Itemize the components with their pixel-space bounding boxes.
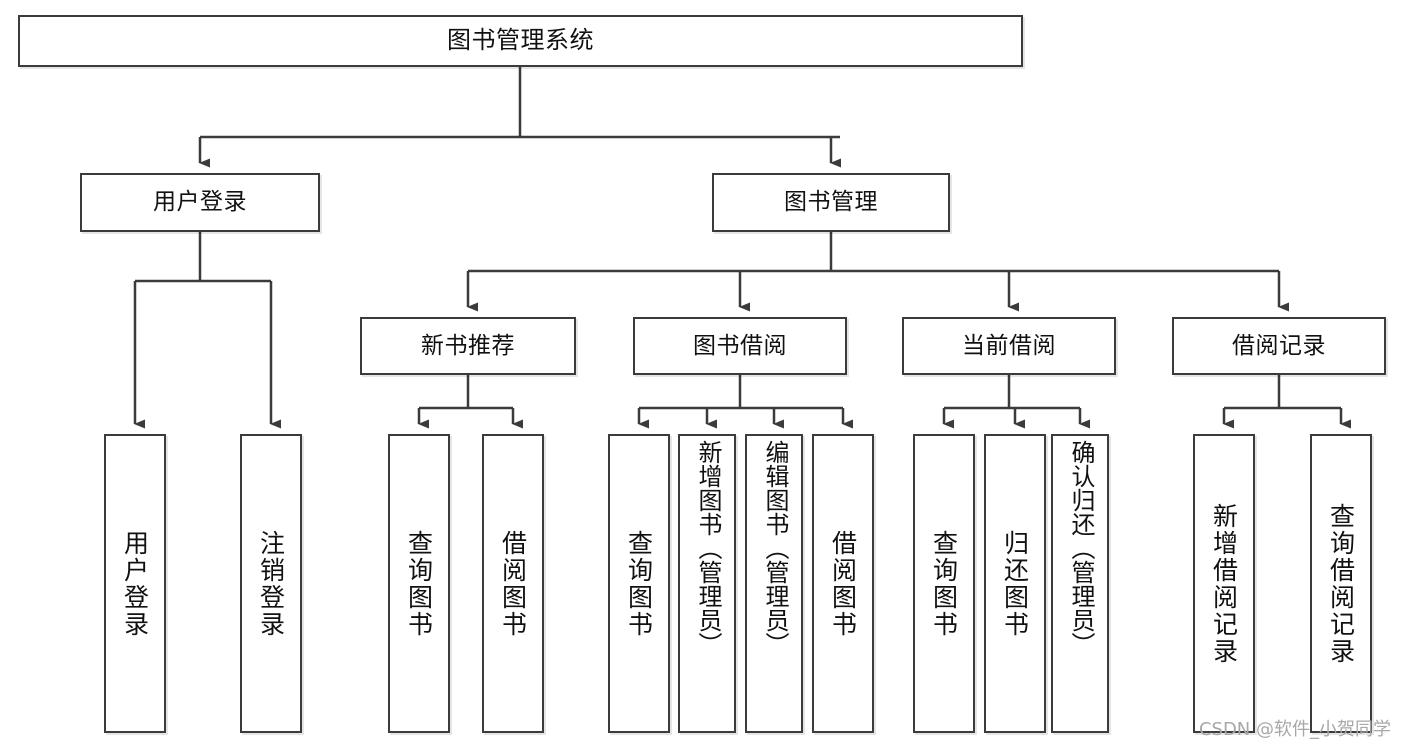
node-root-system[interactable]: 图书管理系统 [18,15,1023,67]
node-user-login[interactable]: 用户登录 [80,173,320,232]
node-borrow-record[interactable]: 借阅记录 [1172,317,1386,375]
node-leaf-user-login[interactable]: 用户登录 [104,434,166,733]
node-leaf-borrow-book-recommend[interactable]: 借阅图书 [482,434,544,733]
node-label: 查询图书 [624,529,654,638]
node-leaf-edit-book-admin[interactable]: 编辑图书（管理员） [745,434,803,733]
node-leaf-add-book-admin[interactable]: 新增图书（管理员） [678,434,736,733]
csdn-watermark: CSDN @软件_小贺同学 [1198,719,1391,740]
node-leaf-return-book[interactable]: 归还图书 [984,434,1046,733]
node-label: 查询图书 [929,529,959,638]
node-label: 查询图书 [404,529,434,638]
node-label: 新书推荐 [421,332,515,359]
node-leaf-user-logout[interactable]: 注销登录 [240,434,302,733]
node-label: 新增图书（管理员） [693,440,722,656]
node-label: 新增借阅记录 [1209,502,1239,665]
node-label: 注销登录 [256,529,286,638]
node-label: 借阅图书 [828,529,858,638]
node-label: 编辑图书（管理员） [760,440,789,656]
node-leaf-query-borrow-record[interactable]: 查询借阅记录 [1310,434,1372,733]
node-leaf-add-borrow-record[interactable]: 新增借阅记录 [1193,434,1255,733]
node-leaf-query-book-recommend[interactable]: 查询图书 [388,434,450,733]
node-label: 用户登录 [120,529,150,638]
node-label: 归还图书 [1000,529,1030,638]
node-label: 图书借阅 [693,332,787,359]
node-new-book-recommend[interactable]: 新书推荐 [360,317,576,375]
node-label: 用户登录 [153,189,247,216]
node-label: 借阅图书 [498,529,528,638]
node-leaf-query-book-borrow[interactable]: 查询图书 [608,434,670,733]
node-label: 图书管理系统 [447,26,594,55]
node-label: 查询借阅记录 [1326,502,1356,665]
node-label: 确认归还（管理员） [1066,440,1095,656]
node-book-manage[interactable]: 图书管理 [712,173,950,232]
node-label: 当前借阅 [962,332,1056,359]
node-label: 图书管理 [784,189,878,216]
node-leaf-query-book-current[interactable]: 查询图书 [913,434,975,733]
node-book-borrow[interactable]: 图书借阅 [633,317,847,375]
node-current-borrow[interactable]: 当前借阅 [902,317,1116,375]
node-label: 借阅记录 [1232,332,1326,359]
node-leaf-confirm-return-admin[interactable]: 确认归还（管理员） [1051,434,1109,733]
node-leaf-borrow-book[interactable]: 借阅图书 [812,434,874,733]
